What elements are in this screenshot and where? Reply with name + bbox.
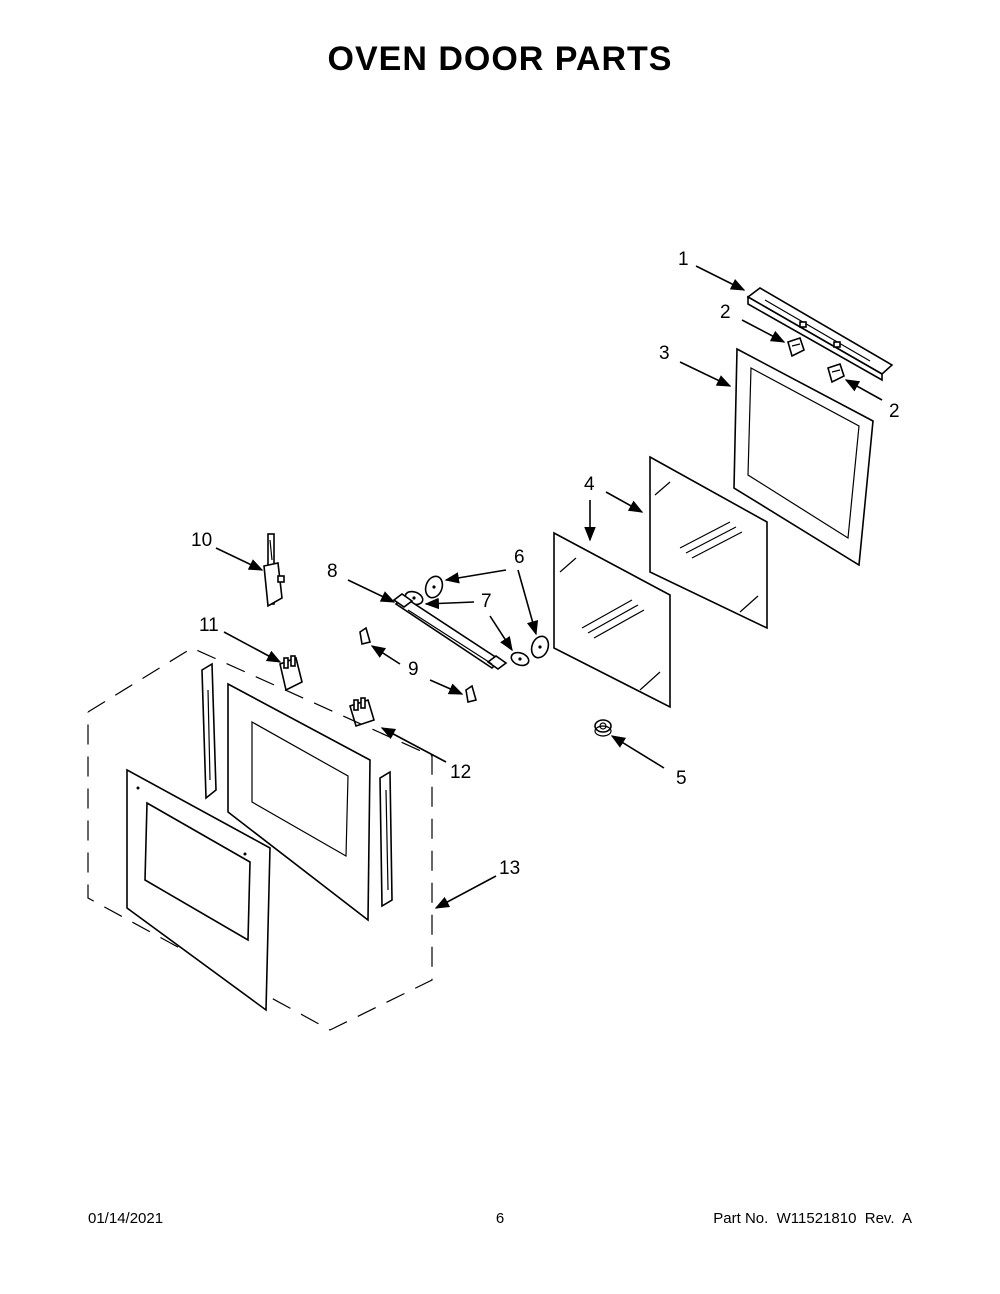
- callout-13: 13: [499, 858, 520, 879]
- part-12-door-latch: [349, 697, 375, 728]
- leader-lines: [215, 265, 883, 909]
- callout-3: 3: [659, 343, 670, 364]
- footer-page-number: 6: [495, 1210, 505, 1227]
- callout-2-upper: 2: [720, 302, 731, 323]
- part-4-glass-front: [553, 531, 671, 709]
- part-1-door-trim: [746, 287, 894, 382]
- callout-4: 4: [584, 474, 595, 495]
- footer-date: 01/14/2021: [88, 1210, 164, 1227]
- part-8-door-handle: [392, 593, 508, 670]
- callout-10: 10: [191, 530, 212, 551]
- part-10-hinge: [263, 533, 285, 608]
- callout-11: 11: [199, 615, 219, 636]
- callout-1: 1: [678, 249, 689, 270]
- callout-2-lower: 2: [889, 401, 900, 422]
- part-5-bumper: [594, 719, 612, 737]
- part-2-bracket-upper: [787, 336, 805, 358]
- part-9-end-cap-lower: [465, 684, 477, 703]
- callout-labels: 1 2 2 3 4 5 6 7 8 9 10 11 12 13: [191, 249, 900, 879]
- callout-6: 6: [514, 547, 525, 568]
- part-2-bracket-lower: [827, 362, 845, 384]
- callout-7: 7: [481, 591, 492, 612]
- part-9-end-cap-upper: [359, 626, 371, 645]
- part-6-washer-upper: [424, 575, 444, 599]
- callout-5: 5: [676, 768, 687, 789]
- callout-8: 8: [327, 561, 338, 582]
- part-13-door-assembly: [87, 647, 433, 1031]
- page-title: OVEN DOOR PARTS: [327, 40, 673, 78]
- part-3-inner-door-frame: [733, 347, 874, 567]
- part-11-hinge-receptacle: [279, 655, 303, 692]
- footer-part-number: Part No. W11521810 Rev. A: [713, 1210, 912, 1227]
- part-6-washer-lower: [530, 635, 550, 659]
- part-7-spacer-lower: [510, 651, 530, 667]
- callout-12: 12: [450, 762, 471, 783]
- part-4-glass-rear: [649, 455, 768, 630]
- callout-9: 9: [408, 659, 419, 680]
